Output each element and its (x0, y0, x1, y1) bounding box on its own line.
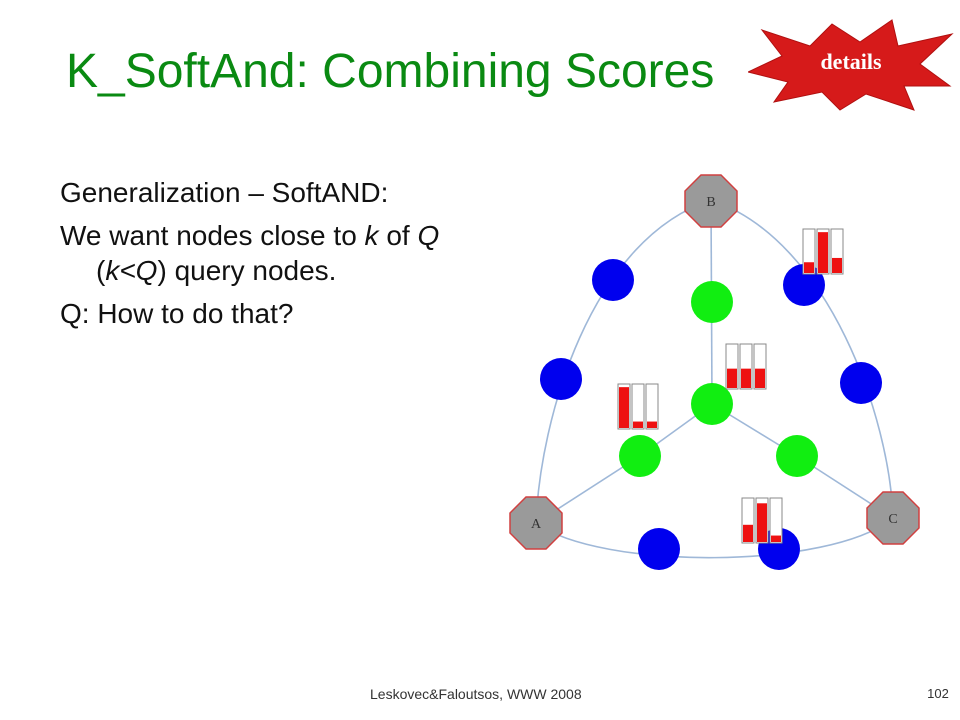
graph-diagram: B A C (509, 174, 920, 570)
score-bar-frame (645, 383, 659, 430)
green-node (691, 383, 733, 425)
score-bar-fill (633, 421, 643, 428)
glyph-left (617, 383, 659, 430)
footer-citation: Leskovec&Faloutsos, WWW 2008 (370, 686, 582, 702)
body-line-goal: We want nodes close to k of Q (k<Q) quer… (60, 219, 460, 288)
score-bar-fill (727, 368, 737, 388)
slide-title: K_SoftAnd: Combining Scores (66, 45, 715, 98)
glyph-top-right (802, 228, 844, 275)
query-node-a (509, 496, 563, 550)
edge-a-c (535, 517, 894, 559)
body-line-question: Q: How to do that? (60, 298, 294, 330)
score-bar-fill (741, 368, 751, 388)
glyph-center (725, 343, 767, 390)
starburst-icon (746, 19, 954, 111)
green-node (776, 435, 818, 477)
slide-body: Generalization – SoftAND: We want nodes … (60, 176, 460, 341)
edge-b-a (535, 199, 712, 524)
query-label-c: C (888, 512, 897, 527)
body-math-q: Q (417, 220, 440, 252)
body-text-run: of (378, 220, 418, 252)
body-text-run: We want nodes close to (60, 220, 365, 252)
glyph-bottom (741, 497, 783, 544)
score-bar-fill (804, 262, 814, 273)
score-bar-fill (832, 257, 842, 273)
query-label-b: B (706, 195, 715, 210)
body-math-k-lt-q: k<Q (105, 254, 158, 286)
score-bar-fill (755, 368, 765, 388)
blue-node (840, 362, 882, 404)
green-node (691, 281, 733, 323)
query-nodes (509, 174, 920, 550)
query-node-c (866, 491, 920, 545)
details-label: details (820, 49, 882, 74)
score-bar-frame (631, 383, 645, 430)
query-label-a: A (531, 517, 542, 532)
blue-node (540, 358, 582, 400)
page-number: 102 (927, 686, 949, 701)
green-nodes (619, 281, 818, 477)
edge-b-c (710, 199, 894, 519)
score-bar-fill (619, 387, 629, 428)
body-text-run: ( (96, 254, 106, 286)
details-badge: details (746, 16, 954, 112)
body-line-generalization: Generalization – SoftAND: (60, 177, 389, 208)
score-bar-fill (771, 535, 781, 542)
bar-glyphs (617, 228, 844, 544)
query-node-b (684, 174, 738, 228)
body-math-k: k (364, 220, 379, 252)
score-bar-fill (647, 421, 657, 428)
blue-node (638, 528, 680, 570)
score-bar-fill (757, 503, 767, 542)
score-bar-fill (743, 524, 753, 542)
body-text-run: ) query nodes. (157, 254, 337, 286)
score-bar-frame (769, 497, 783, 544)
green-node (619, 435, 661, 477)
blue-node (592, 259, 634, 301)
score-bar-fill (818, 232, 828, 273)
